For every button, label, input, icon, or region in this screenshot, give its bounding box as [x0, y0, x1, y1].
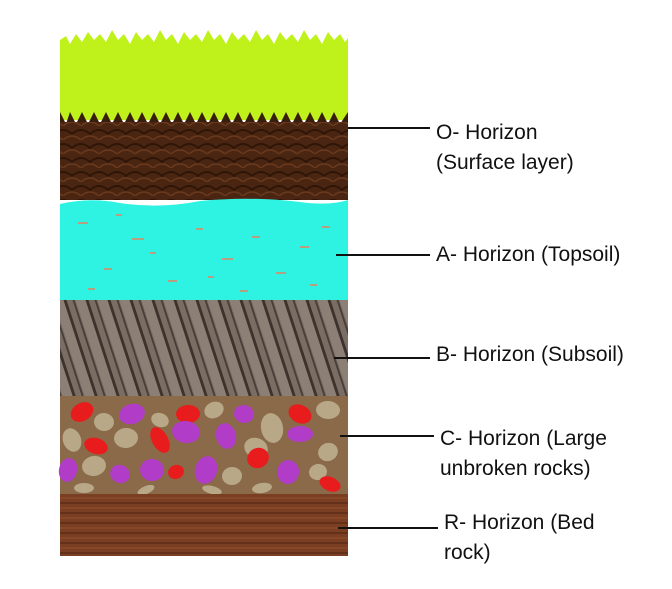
rock-red: [176, 404, 200, 424]
rock-red: [150, 427, 170, 453]
rock-purple: [58, 458, 78, 482]
rock-red: [288, 404, 312, 424]
rock-tan: [252, 482, 272, 494]
c-horizon-layer: [58, 396, 348, 496]
rock-tan: [260, 413, 284, 443]
r-horizon-layer: [60, 494, 348, 556]
o-horizon-label-line2: (Surface layer): [436, 151, 574, 174]
rock-red: [319, 476, 341, 492]
rock-purple: [276, 460, 300, 484]
b-horizon-label: B- Horizon (Subsoil): [436, 340, 624, 370]
o-horizon-label: O- Horizon (Surface layer): [436, 118, 574, 178]
c-horizon-label-line1: C- Horizon (Large: [440, 427, 607, 450]
r-horizon-label: R- Horizon (Bed rock): [444, 508, 595, 568]
grass-layer: [60, 30, 348, 124]
rock-purple: [110, 464, 130, 484]
a-horizon-label: A- Horizon (Topsoil): [436, 240, 620, 270]
b-horizon-label-line1: B- Horizon (Subsoil): [436, 343, 624, 366]
rock-purple: [215, 423, 237, 449]
rock-tan: [204, 401, 224, 419]
rock-purple: [194, 456, 218, 484]
rock-tan: [137, 484, 155, 496]
c-horizon-label-line2: unbroken rocks): [440, 457, 591, 480]
r-horizon-label-line2: rock): [444, 541, 491, 564]
a-horizon-label-line1: A- Horizon (Topsoil): [436, 243, 621, 266]
rock-tan: [318, 442, 338, 462]
rock-red: [247, 447, 269, 469]
rock-red: [70, 402, 94, 422]
rock-tan: [151, 412, 169, 428]
rock-red: [84, 437, 108, 455]
rock-purple: [287, 425, 313, 443]
a-horizon-layer: [60, 198, 348, 300]
b-horizon-layer: [60, 300, 348, 396]
r-horizon-label-line1: R- Horizon (Bed: [444, 511, 595, 534]
rock-tan: [309, 463, 327, 481]
rock-tan: [82, 455, 106, 477]
rock-tan: [202, 485, 222, 495]
c-horizon-label: C- Horizon (Large unbroken rocks): [440, 424, 607, 484]
rock-tan: [94, 412, 114, 432]
rock-tan: [62, 428, 82, 452]
o-horizon-label-line1: O- Horizon: [436, 121, 538, 144]
rock-tan: [74, 483, 94, 493]
rock-purple: [140, 458, 164, 482]
rock-tan: [222, 466, 242, 486]
rock-purple: [119, 403, 145, 425]
grass-top: [60, 30, 348, 120]
rock-purple: [234, 404, 254, 424]
rock-purple: [172, 420, 200, 444]
rock-tan: [114, 427, 138, 449]
rock-tan: [316, 400, 340, 420]
o-horizon-layer: [60, 122, 348, 200]
grass-roots: [60, 112, 348, 124]
rock-red: [168, 464, 184, 480]
